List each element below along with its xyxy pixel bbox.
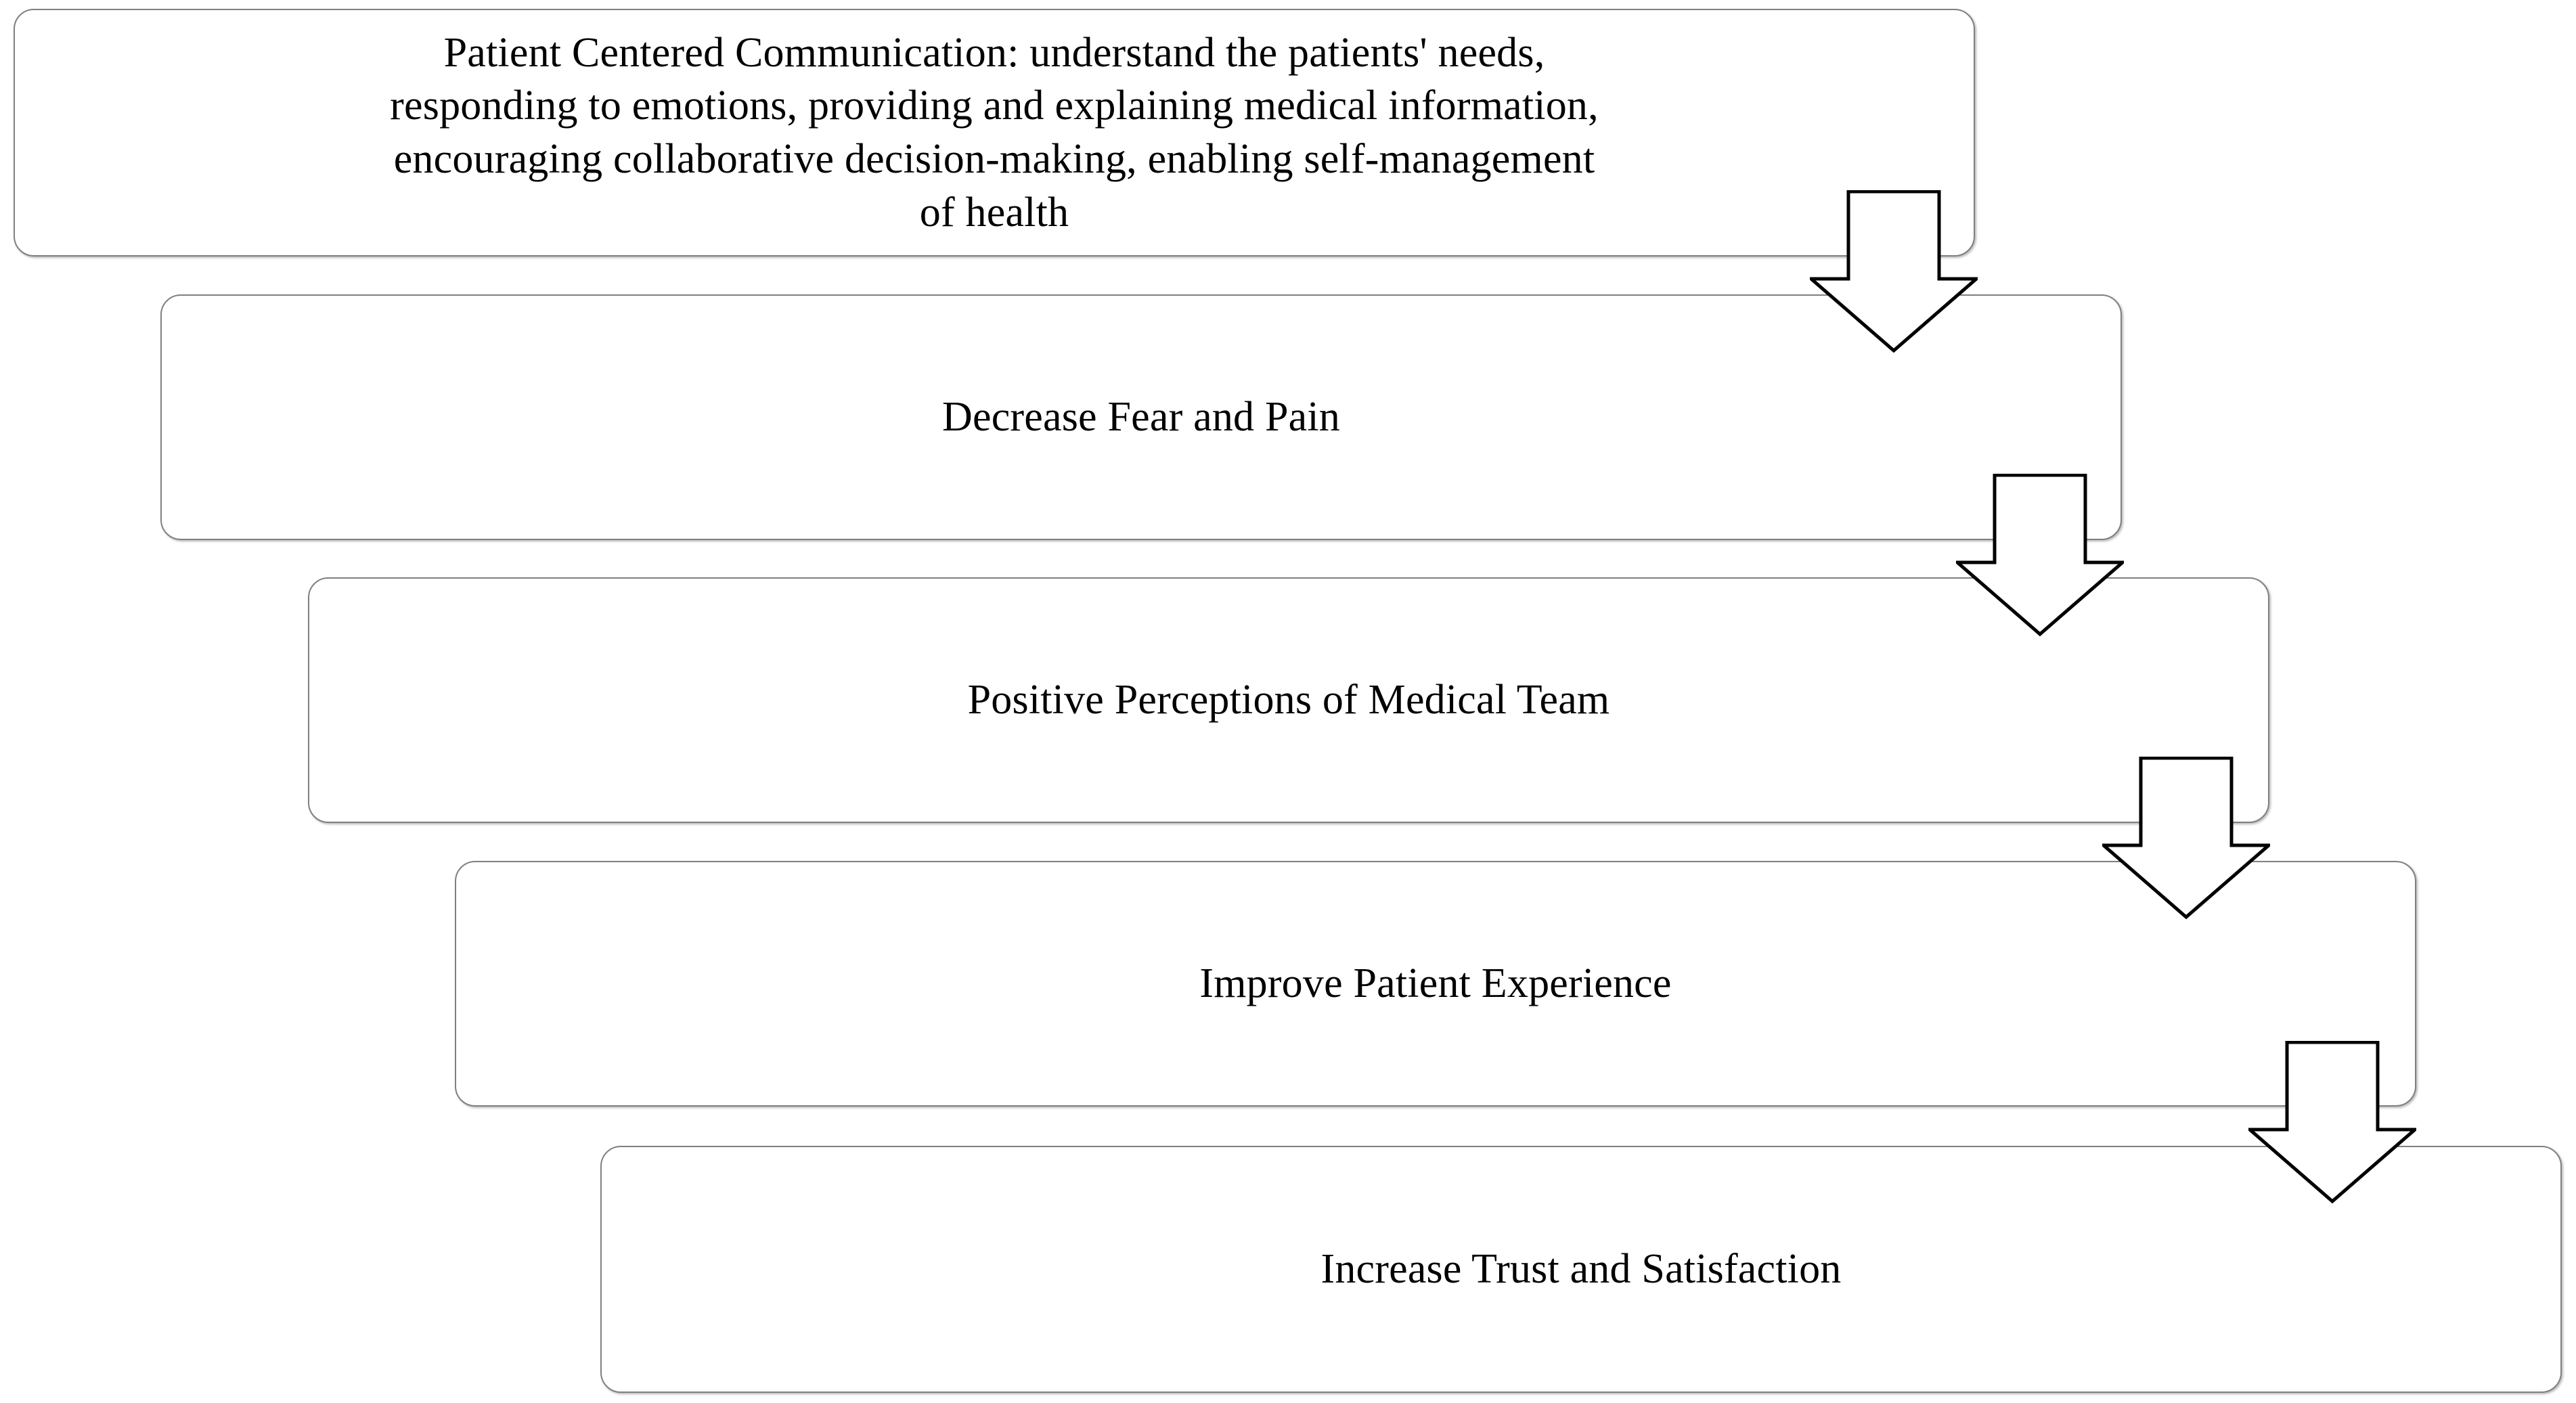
flow-box-label: Positive Perceptions of Medical Team xyxy=(967,676,1610,723)
flow-box-label: Decrease Fear and Pain xyxy=(942,393,1340,440)
flow-box-improve-patient-experience[interactable]: Improve Patient Experience xyxy=(455,861,2416,1107)
flow-box-label: Increase Trust and Satisfaction xyxy=(1320,1245,1842,1292)
flow-box-positive-perceptions-of-medical-team[interactable]: Positive Perceptions of Medical Team xyxy=(308,577,2269,823)
flow-box-increase-trust-and-satisfaction[interactable]: Increase Trust and Satisfaction xyxy=(600,1146,2562,1393)
flow-box-label: Improve Patient Experience xyxy=(1199,960,1672,1006)
flow-box-label: Patient Centered Communication: understa… xyxy=(390,29,1599,236)
flow-box-decrease-fear-and-pain[interactable]: Decrease Fear and Pain xyxy=(160,294,2122,540)
flow-box-patient-centered-communication[interactable]: Patient Centered Communication: understa… xyxy=(14,9,1975,257)
